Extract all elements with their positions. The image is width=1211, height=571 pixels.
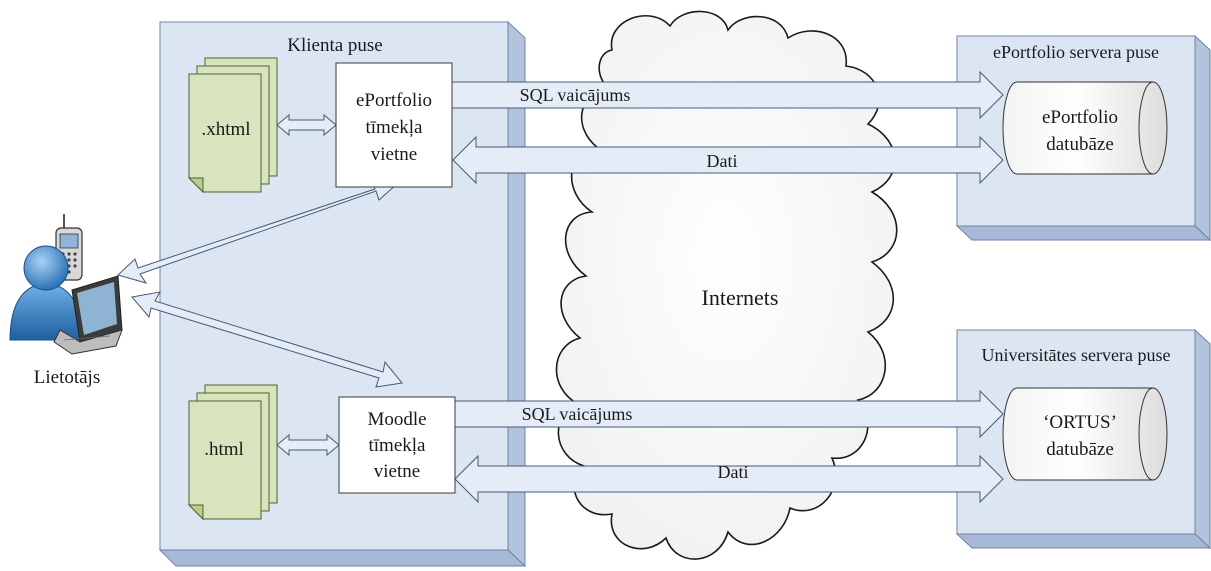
eportfolio-server-title: ePortfolio servera puse	[993, 42, 1159, 62]
client-side-title: Klienta puse	[287, 35, 383, 56]
sql-query-arrow-bottom	[454, 389, 1004, 439]
data-arrow-bottom	[454, 454, 1004, 504]
data-arrow-top	[452, 135, 1004, 185]
eportfolio-site-line2: tīmekļa	[366, 117, 424, 138]
eportfolio-website-box	[335, 62, 453, 188]
eportfolio-database-cylinder	[1002, 81, 1168, 175]
data-label-top: Dati	[707, 151, 738, 171]
html-document-stack	[187, 384, 278, 521]
html-document-label: .html	[204, 439, 244, 460]
user-label: Lietotājs	[34, 367, 100, 388]
eportfolio-site-line1: ePortfolio	[356, 90, 432, 111]
user-icon	[9, 214, 123, 355]
moodle-site-line1: Moodle	[367, 409, 426, 430]
xhtml-document-stack	[187, 57, 278, 194]
university-server-title: Universitātes servera puse	[982, 345, 1171, 365]
ortus-db-line1: ‘ORTUS’	[1043, 412, 1117, 433]
eportfolio-db-line1: ePortfolio	[1042, 107, 1118, 128]
moodle-site-line3: vietne	[374, 461, 420, 482]
xhtml-document-label: .xhtml	[201, 119, 250, 140]
ortus-database-cylinder	[1002, 387, 1168, 481]
eportfolio-db-line2: datubāze	[1046, 134, 1114, 155]
eportfolio-site-line3: vietne	[371, 144, 417, 165]
sql-query-label-bottom: SQL vaicājums	[522, 404, 633, 424]
moodle-site-line2: tīmekļa	[369, 435, 427, 456]
laptop-icon	[53, 275, 123, 355]
data-label-bottom: Dati	[718, 462, 749, 482]
sql-query-label-top: SQL vaicājums	[520, 85, 631, 105]
ortus-db-line2: datubāze	[1046, 439, 1114, 460]
internet-label: Internets	[702, 285, 779, 310]
sql-query-arrow-top	[451, 70, 1004, 120]
user-moodle-arrow	[131, 291, 403, 388]
moodle-website-box	[338, 396, 456, 494]
